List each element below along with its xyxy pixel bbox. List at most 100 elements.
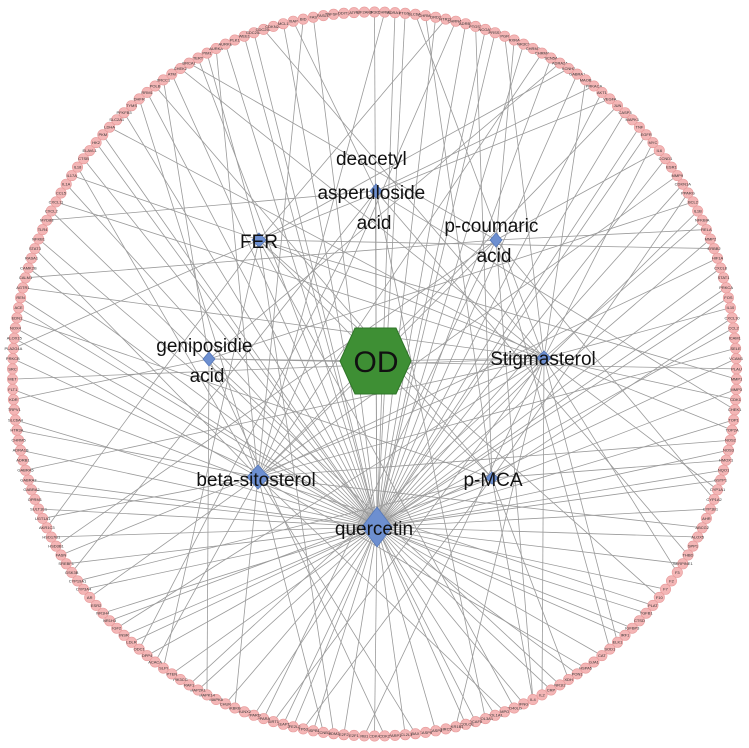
edge-fer [13,239,260,349]
target-node: TNFSF10 [325,8,343,20]
compound-pmca: p-MCA [463,470,522,491]
edge-quercetin [376,526,524,705]
edge-quercetin [225,526,378,705]
edge-betasitosterol [257,21,457,478]
target-label: MAPK8 [209,697,223,702]
edge-pcoumaric [495,239,715,500]
target-label: FLT1 [8,387,18,392]
target-label: PPARD [247,713,261,718]
target-circle [166,668,178,680]
target-circle [700,512,712,524]
target-circle [700,224,712,236]
target-node: CD40LG [506,702,522,714]
target-label: CCL2 [728,325,739,330]
edge-stigmasterol [25,357,545,471]
target-node: CDKN1A [675,178,691,190]
target-label: ODC1 [134,647,146,652]
target-circle [633,615,645,627]
target-circle [640,607,652,619]
target-circle [141,86,153,98]
edge-fer [162,239,260,669]
target-label: GABRA1 [569,72,586,77]
target-label: IL10 [727,305,736,310]
edge-quercetin [83,158,378,528]
target-circle [33,503,45,515]
edge-quercetin [376,134,647,528]
target-node: F10 [653,591,665,603]
target-label: TYMS [126,103,137,108]
target-circle [580,662,592,674]
target-label: FOS [724,295,733,300]
target-label: PRSS1 [489,30,503,35]
target-circle [659,583,671,595]
edge-pcoumaric [263,239,497,719]
target-circle [118,629,130,641]
target-label: SELE [730,346,741,351]
target-node: MDM2 [328,728,340,740]
edge-quercetin [376,267,721,528]
target-node: TLR4 [37,224,48,236]
target-label: ERBB2 [708,246,722,251]
edge-pmca [491,192,689,479]
target-circle [527,42,539,54]
target-circle [640,129,652,141]
target-node: CXCL2 [45,205,59,217]
target-label: CHRM5 [11,438,26,443]
target-node: NOS2 [724,434,737,446]
target-node: CHRM5 [11,434,26,446]
target-node: IL10 [724,302,736,314]
target-label: ADRB2 [459,21,473,26]
edge-betasitosterol [257,476,586,669]
target-node: IL18 [72,161,84,173]
target-node: CYP1A2 [706,493,723,505]
edge-quercetin [376,29,486,528]
target-label: ATM [168,72,176,77]
target-node: PIK3CG [173,673,188,685]
target-circle [619,107,631,119]
target-node: REN [15,292,27,304]
target-label: ADRA1A [387,10,403,15]
target-circle [692,205,704,217]
compound-layer: deacetyl asperuloside acid FER p-coumari… [156,149,596,548]
target-label: CYP1B1 [703,506,719,511]
target-label: SLC6A3 [408,12,424,17]
target-label: KEAP1 [277,722,291,727]
target-node: RELA [700,224,712,236]
target-circle [174,673,186,685]
edge-quercetin [376,526,406,735]
compound-node-pcoumaric [489,232,503,248]
target-node: NR1I2 [554,679,566,691]
edge-quercetin [15,327,378,528]
target-circle [29,493,41,505]
target-label: AKR1C3 [39,525,55,530]
target-node: GSTP1 [714,474,728,486]
target-node: PTEN [166,668,178,680]
target-label: PKM [98,132,107,137]
target-label: NOS3 [723,448,735,453]
target-circle [604,93,616,105]
target-label: SOD1 [604,647,616,652]
target-node: SLPI [157,662,169,674]
target-node: HSPA5 [579,662,593,674]
edge-betasitosterol [89,476,259,598]
target-label: MMP3 [730,387,742,392]
edge-betasitosterol [257,476,324,733]
edge-pmca [491,477,570,680]
target-node: HK2 [90,137,102,149]
compound-label-line: p-MCA [463,470,522,491]
target-circle [665,161,677,173]
target-circle [229,34,241,46]
target-node: CTSD [633,615,645,627]
edge-quercetin [171,526,378,675]
target-label: FASN [56,552,67,557]
target-label: HSD17B1 [42,534,61,539]
target-label: STAT3 [29,246,42,251]
target-node: GABRA2 [23,484,40,496]
target-node: CRP [545,684,557,696]
target-label: CYP19A1 [69,578,87,583]
target-node: MMP3 [730,383,743,395]
target-circle [647,599,659,611]
target-node: MMP2 [705,233,717,245]
compound-node-stigmasterol [536,350,552,366]
target-node: MAP2K1 [190,684,207,696]
